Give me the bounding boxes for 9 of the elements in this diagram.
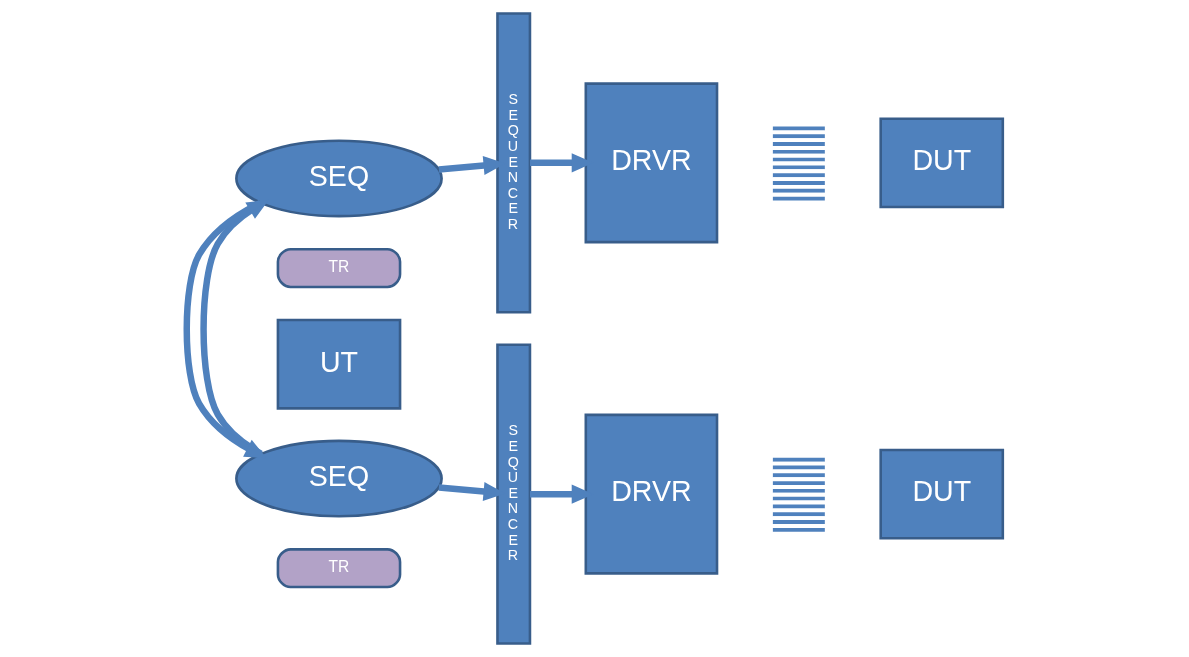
node-box: TR bbox=[276, 548, 402, 589]
node-box: SEQUENCER bbox=[496, 343, 532, 645]
node-box: UT bbox=[276, 318, 402, 410]
node-box: DUT bbox=[879, 117, 1005, 209]
node-box: SEQUENCER bbox=[496, 12, 532, 314]
node-box: TR bbox=[276, 247, 402, 289]
node-box: DUT bbox=[879, 448, 1005, 540]
node-box: DRVR bbox=[584, 413, 719, 575]
node-box: DRVR bbox=[584, 82, 719, 244]
